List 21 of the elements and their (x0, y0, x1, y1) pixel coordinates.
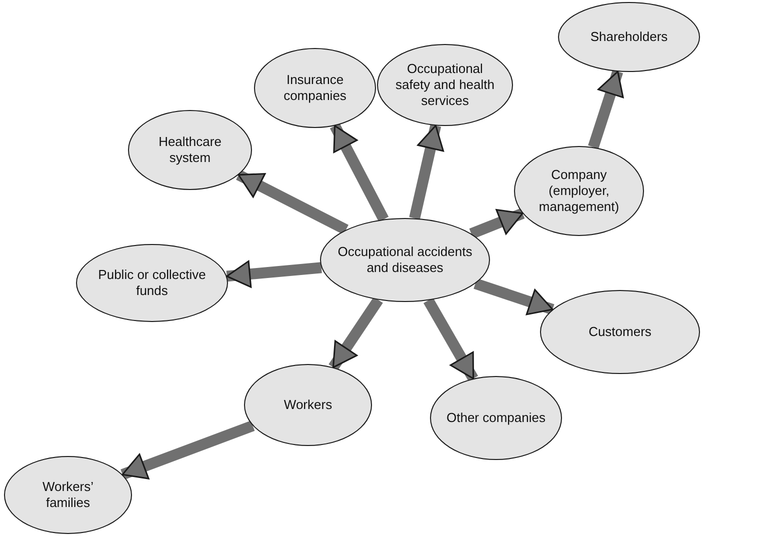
node-label: Customers (588, 324, 652, 340)
block-arrow (588, 70, 624, 149)
block-arrow (236, 170, 348, 235)
block-arrow (469, 208, 525, 239)
node-label: Workers (284, 396, 332, 414)
block-arrow (424, 298, 478, 382)
block-arrow (330, 123, 389, 222)
block-arrow (120, 420, 255, 480)
block-arrow (328, 296, 383, 370)
node-label: Shareholders (590, 28, 668, 46)
block-arrow (474, 278, 554, 316)
node-label: Workers’ families (41, 478, 95, 512)
block-arrow (409, 124, 444, 220)
node-label: Insurance companies (282, 72, 348, 104)
node-label: Other companies (446, 410, 546, 426)
block-arrow (226, 260, 322, 288)
node-label: Occupational accidents and diseases (336, 244, 474, 276)
node-label: Company (employer, management) (538, 166, 620, 216)
node-label: Healthcare system (158, 134, 222, 166)
node-label: Occupational safety and health services (394, 60, 496, 110)
node-label: Public or collective funds (97, 266, 207, 300)
